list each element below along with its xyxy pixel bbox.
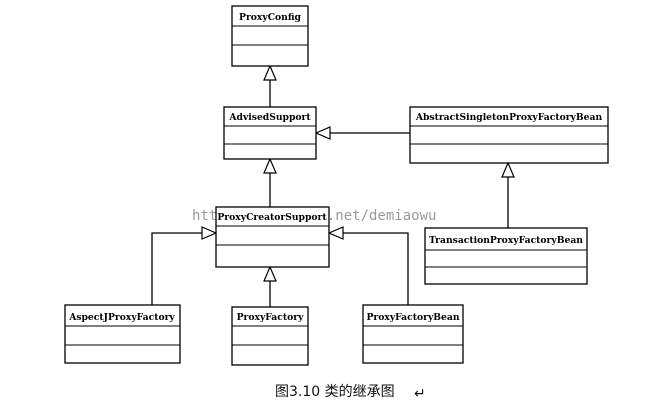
paragraph-mark-icon: ↵ <box>414 386 426 402</box>
class-proxycreatorsupport-name: ProxyCreatorSupport <box>217 212 327 223</box>
class-aspectjproxyfactory: AspectJProxyFactory <box>64 304 181 364</box>
class-proxyfactory-name: ProxyFactory <box>237 312 304 323</box>
inherit-arrow-proxyconfig <box>263 64 277 81</box>
edge-proxyfactorybean-to-creator <box>343 232 409 305</box>
class-proxyconfig-name: ProxyConfig <box>239 12 301 23</box>
inherit-arrow-creator-left <box>201 226 218 240</box>
inherit-arrow-abstract <box>501 161 515 178</box>
class-transactionproxyfactorybean-name: TransactionProxyFactoryBean <box>429 235 583 246</box>
class-proxyfactory: ProxyFactory <box>231 306 309 366</box>
class-aspectjproxyfactory-name: AspectJProxyFactory <box>68 312 175 323</box>
class-abstractsingletonproxyfactorybean: AbstractSingletonProxyFactoryBean <box>409 106 609 164</box>
edge-aspectj-to-creator <box>151 232 202 305</box>
class-proxyfactorybean: ProxyFactoryBean <box>362 304 464 364</box>
inherit-arrow-advisedsupport-right <box>314 126 331 140</box>
class-proxyconfig: ProxyConfig <box>231 5 309 67</box>
inherit-arrow-creator-right <box>327 226 344 240</box>
class-proxycreatorsupport: ProxyCreatorSupport <box>215 206 330 268</box>
class-advisedsupport: AdvisedSupport <box>223 106 317 160</box>
class-proxyfactorybean-name: ProxyFactoryBean <box>366 312 459 323</box>
inherit-arrow-creator-bottom <box>263 265 277 282</box>
figure-caption: 图3.10 类的继承图 <box>275 384 395 400</box>
inherit-arrow-advisedsupport-bottom <box>263 157 277 174</box>
class-transactionproxyfactorybean: TransactionProxyFactoryBean <box>424 227 588 285</box>
class-abstractsingleton-name: AbstractSingletonProxyFactoryBean <box>415 112 603 123</box>
class-advisedsupport-name: AdvisedSupport <box>228 112 311 123</box>
